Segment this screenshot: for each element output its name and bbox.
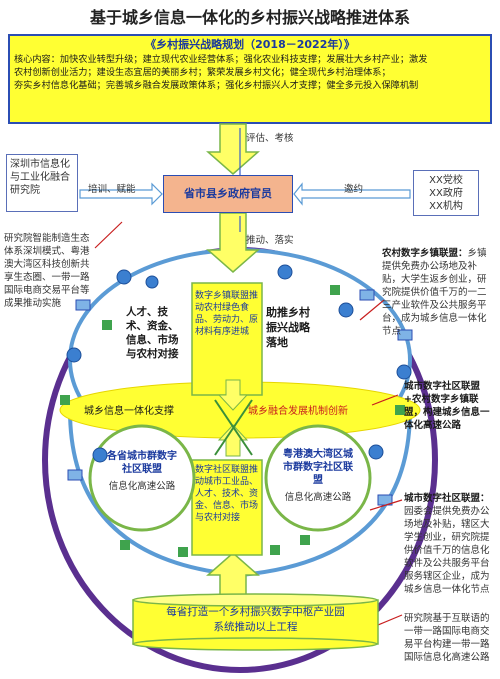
arrow-train [79,182,163,206]
connector-line [377,614,403,626]
lower-center-box [191,459,263,556]
leaf-icon [330,285,340,295]
label-invite: 邀约 [344,184,364,195]
band-left-label: 城乡信息一体化支撑 [84,406,174,417]
government-officials-box: 省市县乡政府官员 [163,175,293,213]
upper-left-text: 人才、技术、资金、信息、市场与农村对接 [126,306,179,360]
leaf-icon [395,405,405,415]
city-note-title: 城市数字社区联盟： [404,493,490,504]
base-text: 每省打造一个乡村振兴数字中枢产业园 系统推动以上工程 [133,605,378,635]
base-line-1: 每省打造一个乡村振兴数字中枢产业园 [166,606,345,618]
page-title: 基于城乡信息一体化的乡村振兴战略推进体系 [89,8,410,27]
right-note-belt-road: 研究院基于互联语的一带一路国际电商交易平台构建一带一路国际信息化高速公路 [404,613,490,663]
leaf-icon [178,547,188,557]
connector-line [369,499,403,511]
city-note-body: 园委会提供免费办公场地及补贴，辖区大学生创业，研究院提供价值千万的信息化软件及公… [404,506,490,595]
cross-line-2 [214,399,253,456]
arrow-gov-to-ring [206,212,260,273]
upper-right-text: 助推乡村振兴战略落地 [266,306,310,349]
label-eval: 评估、考核 [246,133,294,144]
leaf-icon [270,545,280,555]
lower-left-title: 各省城市群数字社区联盟 [107,451,177,475]
connector-line [94,221,123,249]
rural-note-body: 乡镇提供免费办公场地及补贴，大学生返乡创业，研究院提供价值千万的一二三产业软件及… [382,248,487,337]
leaf-icon [102,320,112,330]
leaf-icon [60,395,70,405]
globe-icon [368,444,384,460]
arrow-base-up [206,552,260,597]
cross-arrow-up [217,424,249,457]
plan-line-2: 农村创新创业活力；建设生态宜居的美丽乡村；繁荣发展乡村文化；健全现代乡村治理体系… [14,67,391,78]
plan-line-3: 夯实乡村信息化基础；完善城乡融合发展政策体系；强化乡村振兴人才支撑；健全多元投入… [14,80,419,91]
connector-line [359,299,385,321]
lower-left-sub: 信息化高速公路 [108,481,176,492]
party-school-box: XX党校 XX政府 XX机构 [413,170,479,216]
right-note-highway: 城市数字社区联盟+农村数字乡镇联盟，构建城乡信息一体化高速公路 [404,381,490,431]
globe-icon [338,302,354,318]
base-bottom [132,637,378,651]
globe-icon [396,364,412,380]
leaf-icons [60,285,405,557]
label-train: 培训、赋能 [88,184,136,195]
base-line-2: 系统推动以上工程 [213,621,298,633]
connector-line [371,394,399,406]
globe-icon [277,264,293,280]
globe-icon [92,447,108,463]
computer-icon [397,329,413,341]
upper-center-text: 数字乡镇联盟推动农村绿色食品、劳动力、原材料有序进城 [195,291,259,337]
cross-arrow-down [217,379,249,411]
computer-icons [67,289,413,506]
computer-icon [75,299,91,311]
left-note: 研究院智能制造生态体系深圳模式、粤港澳大湾区科技创新共享生态圈、一带一路国际电商… [4,233,90,309]
base-top [132,593,378,607]
upper-center-box [191,282,263,396]
band-right-label: 城乡融合发展机制创新 [248,406,348,417]
rural-note-title: 农村数字乡镇联盟： [382,248,468,259]
globe-icons [66,264,412,463]
computer-icon [67,469,83,481]
leaf-icon [120,540,130,550]
computer-icon [359,289,375,301]
right-note-rural: 农村数字乡镇联盟：乡镇提供免费办公场地及补贴，大学生返乡创业，研究院提供价值千万… [382,247,494,338]
plan-line-1: 核心内容：加快农业转型升级；建立现代农业经营体系；强化农业科技支撑；发展壮大乡村… [14,54,428,65]
lower-right-circle [264,424,372,532]
globe-icon [145,275,159,289]
lower-right-sub: 信息化高速公路 [284,492,352,503]
arrow-plan-to-gov [206,123,260,175]
research-institute-box: 深圳市信息化与工业化融合研究院 [6,154,78,212]
strategy-plan-box: 《乡村振兴战略规划（2018－2022年）》 核心内容：加快农业转型升级；建立现… [8,34,492,124]
lower-center-text: 数字社区联盟推动城市工业品、人才、技术、资金、信息、市场与农村对接 [195,465,259,523]
arrow-invite [293,182,411,206]
globe-icon [66,347,82,363]
lower-right-title: 粤港澳大湾区城市群数字社区联盟 [283,449,353,486]
right-note-city: 城市数字社区联盟： 园委会提供免费办公场地及补贴，辖区大学生创业，研究院提供价值千… [404,492,496,596]
globe-icon [116,269,132,285]
plan-title: 《乡村振兴战略规划（2018－2022年）》 [145,38,355,51]
leaf-icon [300,535,310,545]
lower-left-circle [88,424,196,532]
label-push: 推动、落实 [246,235,294,246]
